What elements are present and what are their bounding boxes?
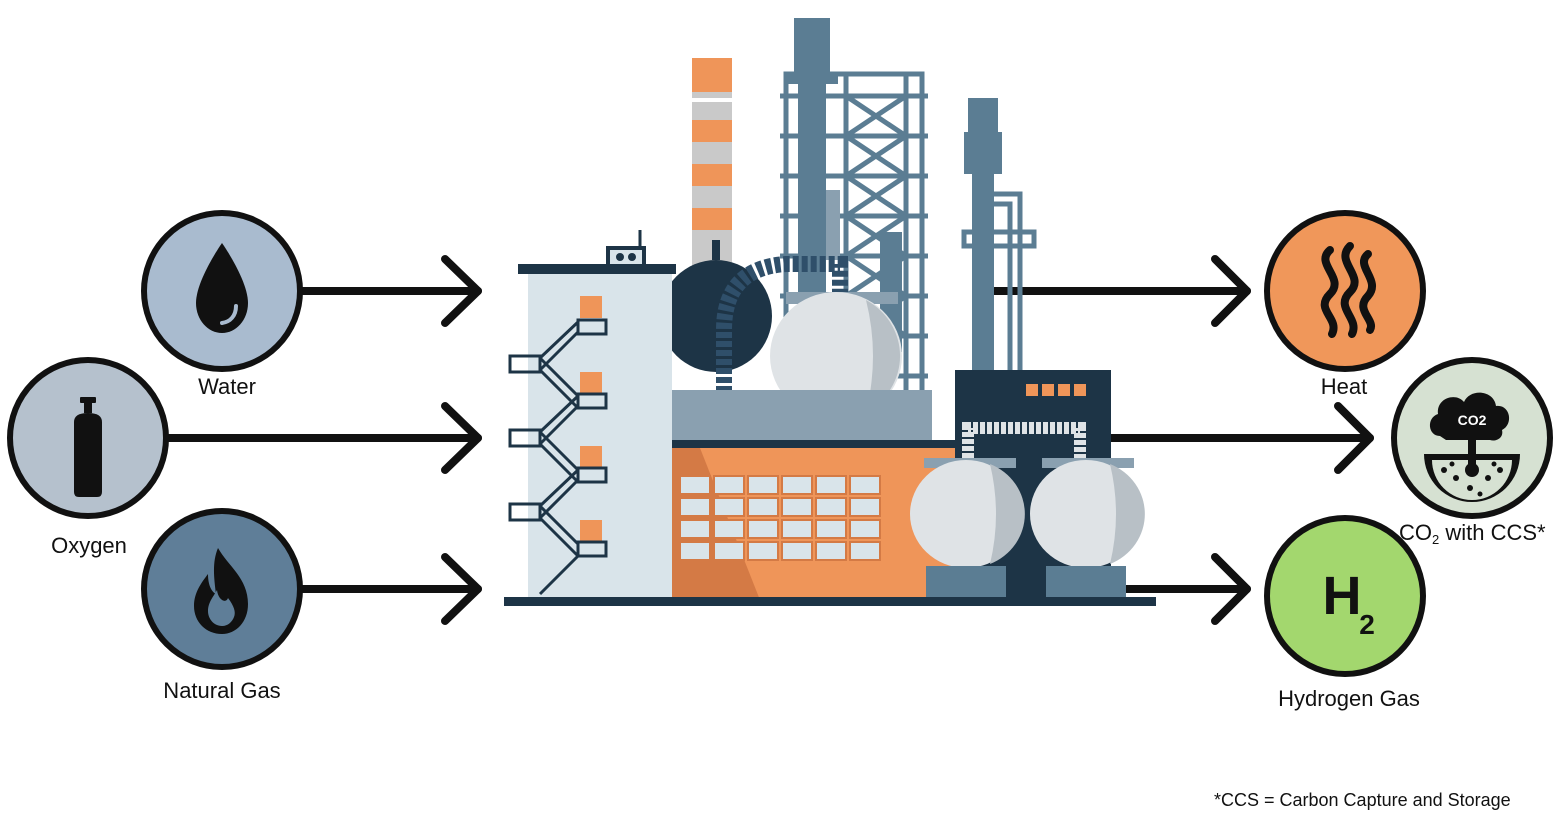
flex-pipe xyxy=(716,256,848,410)
co2-label-sub: 2 xyxy=(1432,532,1440,547)
co2-icon-text: CO2 xyxy=(1458,412,1487,428)
water-arrow-head xyxy=(441,255,482,327)
lower-tanks xyxy=(910,458,1145,598)
input-arrows xyxy=(161,255,482,625)
oxygen-arrow-head xyxy=(441,402,482,474)
natural-gas-label: Natural Gas xyxy=(163,678,281,703)
gas-arrow-head xyxy=(441,553,482,625)
ground-line xyxy=(504,597,1156,606)
oxygen-cylinder-icon xyxy=(74,397,102,497)
heat-circle xyxy=(1264,210,1426,372)
water-drop-icon xyxy=(196,243,248,333)
heat-waves-icon xyxy=(1320,242,1376,338)
co2-icon-group: CO2 xyxy=(1391,357,1553,519)
oxygen-label: Oxygen xyxy=(51,533,127,558)
striped-chimney xyxy=(692,58,732,273)
h2-arrow-head xyxy=(1211,553,1251,625)
right-chimney xyxy=(961,98,1037,374)
co2-label: CO2 with CCS* xyxy=(1399,520,1546,547)
co2-label-main: CO xyxy=(1399,520,1432,545)
flame-icon xyxy=(194,548,248,634)
industrial-plant-icon xyxy=(504,18,1156,606)
co2-arrow-head xyxy=(1334,402,1374,474)
natural-gas-icon-group xyxy=(141,508,303,670)
hydrogen-label: Hydrogen Gas xyxy=(1278,686,1420,711)
footnote: *CCS = Carbon Capture and Storage xyxy=(1214,790,1511,810)
heat-icon-group xyxy=(1264,210,1426,372)
h2-icon: H 2 xyxy=(1323,566,1375,640)
hydrogen-circle xyxy=(1264,515,1426,677)
h2-symbol: H xyxy=(1323,566,1362,626)
lower-pipes xyxy=(962,422,1086,458)
heat-arrow-head xyxy=(1211,255,1251,327)
water-label: Water xyxy=(198,374,256,399)
co2-storage-icon: CO2 xyxy=(1424,392,1520,502)
heat-label: Heat xyxy=(1320,374,1368,399)
h2-subscript: 2 xyxy=(1359,609,1375,640)
co2-label-rest: with CCS* xyxy=(1439,520,1546,545)
output-arrows xyxy=(988,255,1374,625)
pale-building xyxy=(508,230,676,600)
oxygen-icon-group xyxy=(7,357,169,519)
mid-base xyxy=(672,390,932,444)
water-icon-group xyxy=(141,210,303,372)
fire-escape-stairs xyxy=(508,318,608,596)
hydrogen-icon-group: H 2 xyxy=(1264,515,1426,677)
